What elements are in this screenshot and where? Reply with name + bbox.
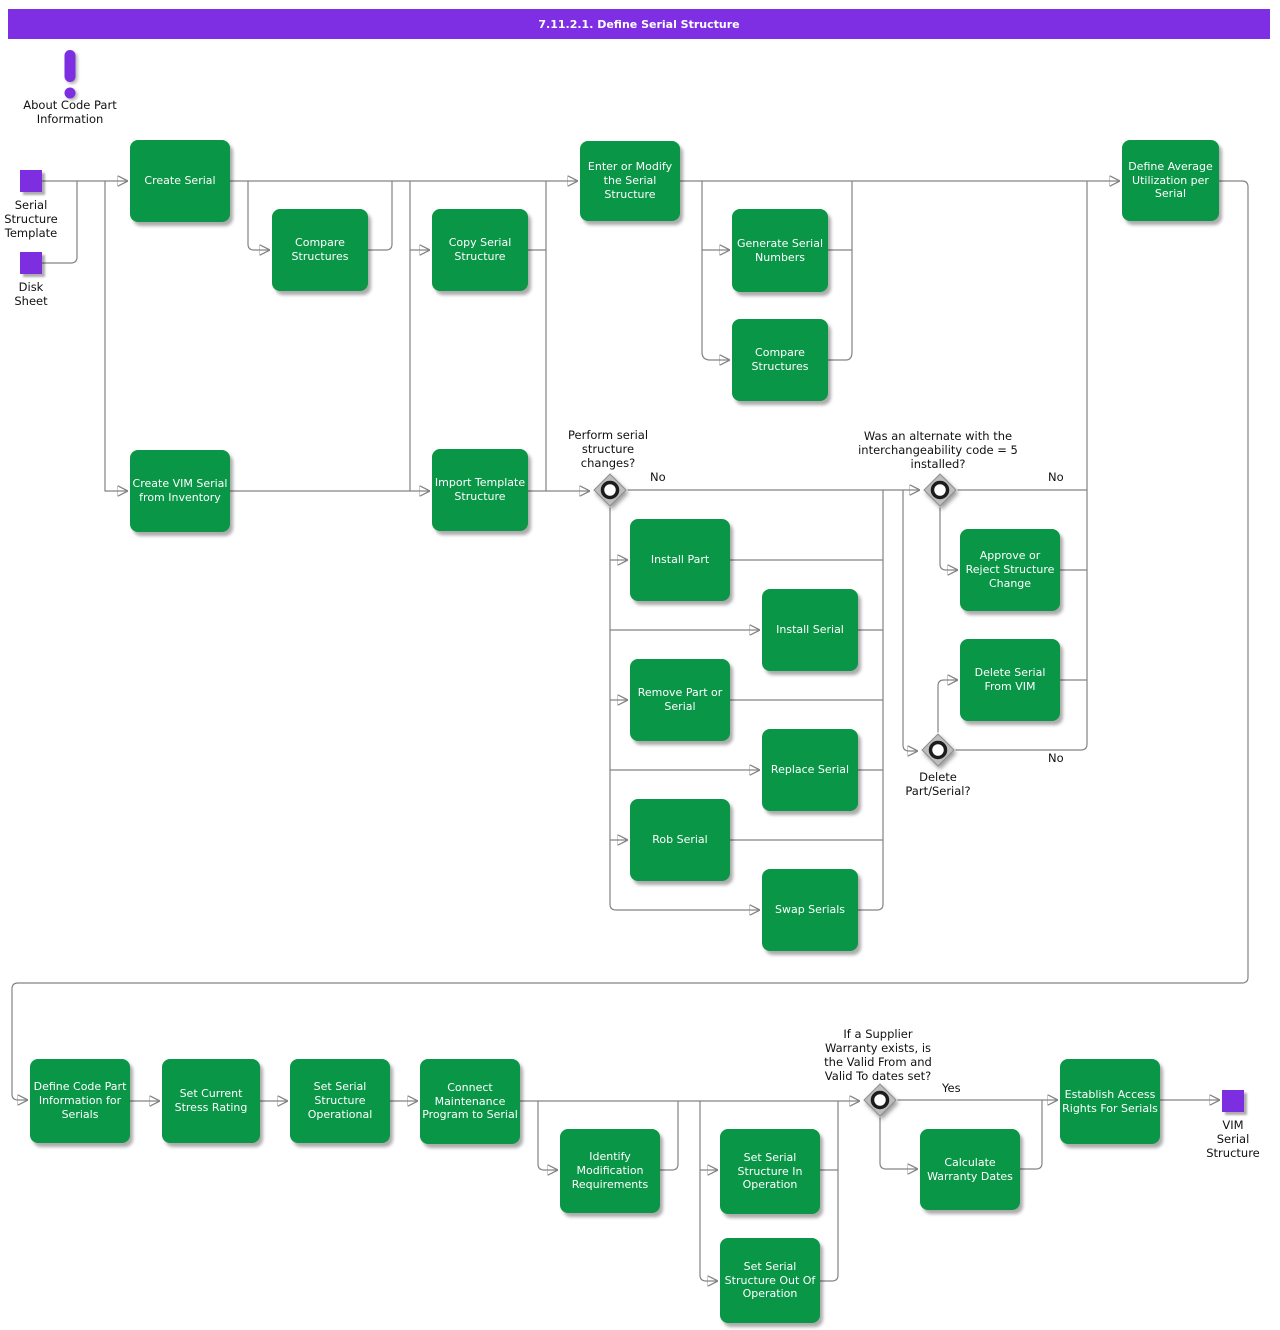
decision-supplier-warranty bbox=[862, 1082, 898, 1118]
node-establish-access-rights[interactable]: Establish Access Rights For Serials bbox=[1060, 1059, 1160, 1144]
node-swap-serials[interactable]: Swap Serials bbox=[762, 869, 858, 951]
node-label: Compare Structures bbox=[291, 236, 349, 263]
decision-question-alternate-installed: Was an alternate with the interchangeabi… bbox=[858, 429, 1018, 472]
edge-label-no-2: No bbox=[1048, 470, 1064, 484]
node-copy-serial-structure[interactable]: Copy Serial Structure bbox=[432, 209, 528, 291]
node-define-code-part-information[interactable]: Define Code Part Information for Serials bbox=[30, 1059, 130, 1143]
node-import-template-structure[interactable]: Import Template Structure bbox=[432, 449, 528, 531]
node-label: Swap Serials bbox=[774, 903, 846, 917]
decision-delete-part-serial bbox=[920, 732, 956, 768]
node-set-current-stress-rating[interactable]: Set Current Stress Rating bbox=[162, 1059, 260, 1143]
node-install-serial[interactable]: Install Serial bbox=[762, 589, 858, 671]
node-install-part[interactable]: Install Part bbox=[630, 519, 730, 601]
node-label: Approve or Reject Structure Change bbox=[965, 549, 1055, 590]
edge-label-no-1: No bbox=[650, 470, 666, 484]
node-label: Identify Modification Requirements bbox=[571, 1150, 649, 1191]
node-label: Install Serial bbox=[776, 623, 844, 637]
node-generate-serial-numbers[interactable]: Generate Serial Numbers bbox=[732, 209, 828, 292]
node-define-average-utilization[interactable]: Define Average Utilization per Serial bbox=[1122, 140, 1219, 221]
node-label: Import Template Structure bbox=[434, 476, 526, 503]
node-label: Install Part bbox=[650, 553, 710, 567]
decision-perform-serial-structure-changes bbox=[592, 472, 628, 508]
decision-question-delete-part-serial: Delete Part/Serial? bbox=[905, 770, 971, 799]
node-label: Set Serial Structure In Operation bbox=[737, 1150, 803, 1192]
disk-sheet-artifact-icon[interactable] bbox=[20, 252, 42, 274]
decision-diamond-icon bbox=[593, 473, 627, 507]
vim-serial-structure-artifact-icon[interactable] bbox=[1222, 1090, 1244, 1112]
node-approve-or-reject-structure-change[interactable]: Approve or Reject Structure Change bbox=[960, 529, 1060, 611]
node-compare-structures-1[interactable]: Compare Structures bbox=[272, 209, 368, 291]
node-label: Establish Access Rights For Serials bbox=[1062, 1087, 1158, 1115]
node-label: Copy Serial Structure bbox=[448, 236, 512, 263]
node-set-serial-structure-out-of-operation[interactable]: Set Serial Structure Out Of Operation bbox=[720, 1238, 820, 1323]
vim-serial-structure-label: VIM Serial Structure bbox=[1206, 1118, 1260, 1161]
node-calculate-warranty-dates[interactable]: Calculate Warranty Dates bbox=[920, 1129, 1020, 1210]
node-label: Generate Serial Numbers bbox=[737, 236, 823, 264]
node-label: Connect Maintenance Program to Serial bbox=[422, 1080, 518, 1122]
node-label: Set Current Stress Rating bbox=[174, 1087, 248, 1114]
node-label: Remove Part or Serial bbox=[637, 686, 723, 713]
serial-structure-template-label: Serial Structure Template bbox=[4, 198, 58, 241]
about-info-label: About Code Part Information bbox=[23, 98, 117, 127]
decision-alternate-installed bbox=[922, 472, 958, 508]
node-replace-serial[interactable]: Replace Serial bbox=[762, 729, 858, 811]
node-connect-maintenance-program[interactable]: Connect Maintenance Program to Serial bbox=[420, 1059, 520, 1144]
node-label: Define Average Utilization per Serial bbox=[1128, 159, 1213, 201]
node-label: Rob Serial bbox=[652, 833, 708, 847]
decision-diamond-icon bbox=[923, 473, 957, 507]
diagram-title-bar: 7.11.2.1. Define Serial Structure bbox=[8, 9, 1270, 39]
node-rob-serial[interactable]: Rob Serial bbox=[630, 799, 730, 881]
node-enter-or-modify-serial-structure[interactable]: Enter or Modify the Serial Structure bbox=[580, 141, 680, 221]
about-info-icon[interactable] bbox=[56, 48, 84, 104]
node-label: Define Code Part Information for Serials bbox=[33, 1080, 127, 1121]
node-delete-serial-from-vim[interactable]: Delete Serial From VIM bbox=[960, 639, 1060, 721]
decision-question-supplier-warranty: If a Supplier Warranty exists, is the Va… bbox=[824, 1027, 932, 1084]
node-create-serial[interactable]: Create Serial bbox=[130, 140, 230, 222]
node-label: Create Serial bbox=[144, 174, 216, 188]
edge-label-no-3: No bbox=[1048, 751, 1064, 765]
decision-question-perform-changes: Perform serial structure changes? bbox=[567, 428, 649, 471]
decision-diamond-icon bbox=[863, 1083, 897, 1117]
node-label: Compare Structures bbox=[751, 346, 809, 373]
serial-structure-template-artifact-icon[interactable] bbox=[20, 170, 42, 192]
node-set-serial-structure-operational[interactable]: Set Serial Structure Operational bbox=[290, 1059, 390, 1143]
diagram-title: 7.11.2.1. Define Serial Structure bbox=[538, 17, 740, 31]
node-set-serial-structure-in-operation[interactable]: Set Serial Structure In Operation bbox=[720, 1129, 820, 1214]
disk-sheet-label: Disk Sheet bbox=[14, 280, 48, 309]
node-remove-part-or-serial[interactable]: Remove Part or Serial bbox=[630, 659, 730, 741]
node-label: Delete Serial From VIM bbox=[974, 666, 1046, 693]
node-identify-modification-requirements[interactable]: Identify Modification Requirements bbox=[560, 1129, 660, 1213]
node-label: Enter or Modify the Serial Structure bbox=[587, 160, 673, 201]
decision-diamond-icon bbox=[921, 733, 955, 767]
node-label: Calculate Warranty Dates bbox=[927, 1155, 1013, 1183]
edge-label-yes: Yes bbox=[942, 1081, 961, 1095]
node-label: Set Serial Structure Operational bbox=[307, 1080, 373, 1121]
node-label: Create VIM Serial from Inventory bbox=[132, 477, 228, 504]
node-create-vim-serial[interactable]: Create VIM Serial from Inventory bbox=[130, 450, 230, 532]
node-label: Replace Serial bbox=[770, 763, 850, 777]
node-compare-structures-2[interactable]: Compare Structures bbox=[732, 319, 828, 401]
node-label: Set Serial Structure Out Of Operation bbox=[724, 1259, 816, 1301]
